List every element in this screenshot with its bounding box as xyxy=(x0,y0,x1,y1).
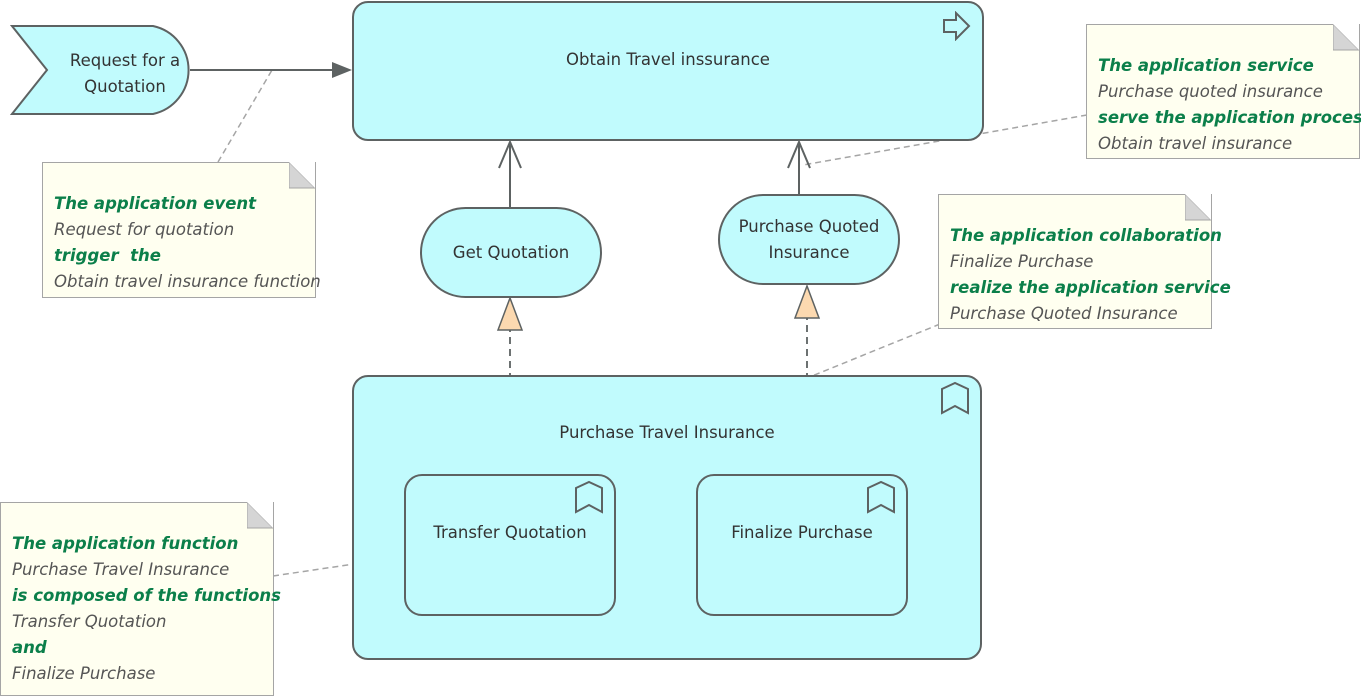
note-line: Purchase Travel Insurance xyxy=(12,560,230,579)
trigger-arrowhead xyxy=(332,62,352,78)
process-arrow-icon xyxy=(943,11,971,41)
obtain-travel-insurance-label: Obtain Travel inssurance xyxy=(566,50,770,69)
note-line: Transfer Quotation xyxy=(12,612,167,631)
purchase-quoted-insurance-service[interactable]: Purchase Quoted Insurance xyxy=(718,194,900,285)
get-quotation-service[interactable]: Get Quotation xyxy=(420,207,602,298)
serving-arrowhead-purchase-quoted xyxy=(787,139,811,169)
note-line: Purchase quoted insurance xyxy=(1098,82,1323,101)
note-line: realize the application service xyxy=(950,278,1231,297)
finalize-purchase-label: Finalize Purchase xyxy=(731,523,873,542)
bookmark-function-icon xyxy=(575,480,603,514)
event-note[interactable]: The application event Request for quotat… xyxy=(42,162,321,298)
collaboration-note-link xyxy=(811,323,941,377)
service-note[interactable]: The application service Purchase quoted … xyxy=(1086,24,1361,159)
note-line: serve the application process xyxy=(1098,108,1361,127)
note-line: Finalize Purchase xyxy=(12,664,156,683)
note-line: Finalize Purchase xyxy=(950,252,1094,271)
note-line: The application collaboration xyxy=(950,226,1222,245)
note-line: is composed of the functions xyxy=(12,586,281,605)
note-fold-icon xyxy=(289,162,316,189)
function-note[interactable]: The application function Purchase Travel… xyxy=(0,502,281,696)
note-line: Obtain travel insurance xyxy=(1098,134,1293,153)
note-line: trigger the xyxy=(54,246,161,265)
note-line: The application event xyxy=(54,194,257,213)
note-line: and xyxy=(12,638,47,657)
bookmark-function-icon xyxy=(941,381,969,415)
event-shape[interactable] xyxy=(10,24,194,118)
serving-arrowhead-get-quotation xyxy=(498,139,522,169)
transfer-quotation-label: Transfer Quotation xyxy=(433,523,587,542)
realization-arrowhead-finalize xyxy=(793,283,821,319)
note-line: The application function xyxy=(12,534,239,553)
transfer-quotation-function[interactable]: Transfer Quotation xyxy=(404,474,616,616)
note-fold-icon xyxy=(247,502,274,529)
event-note-link xyxy=(217,69,273,163)
note-line: Purchase Quoted Insurance xyxy=(950,304,1178,323)
request-event-label: Request for a Quotation xyxy=(69,51,181,96)
purchase-travel-insurance-label: Purchase Travel Insurance xyxy=(559,423,775,442)
obtain-travel-insurance-process[interactable]: Obtain Travel inssurance xyxy=(352,1,984,141)
purchase-quoted-insurance-label: Purchase Quoted Insurance xyxy=(738,216,880,262)
note-fold-icon xyxy=(1333,24,1360,51)
event-chevron-icon xyxy=(10,25,190,115)
collaboration-note[interactable]: The application collaboration Finalize P… xyxy=(938,194,1231,329)
note-line: Obtain travel insurance function xyxy=(54,272,321,291)
note-line: The application service xyxy=(1098,56,1314,75)
function-note-link xyxy=(272,563,355,577)
realization-arrowhead-transfer xyxy=(496,295,524,331)
get-quotation-label: Get Quotation xyxy=(452,242,570,262)
note-line: Request for quotation xyxy=(54,220,235,239)
note-fold-icon xyxy=(1185,194,1212,221)
bookmark-function-icon xyxy=(867,480,895,514)
request-event-label-box: Request for a Quotation xyxy=(52,46,198,102)
finalize-purchase-function[interactable]: Finalize Purchase xyxy=(696,474,908,616)
